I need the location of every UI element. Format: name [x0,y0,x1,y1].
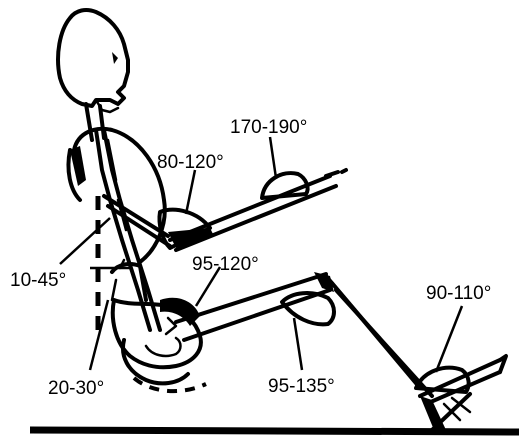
lower-leg [326,276,432,396]
head [58,10,128,112]
floor-line [30,430,519,432]
foot [416,356,506,430]
leader-lines [60,137,462,372]
seat-tilt-angle-label: 20-30° [48,378,104,399]
ankle-angle-label: 90-110° [426,283,491,304]
shoulder-angle-label: 80-120° [157,152,224,173]
knee-angle-label: 95-135° [268,376,335,397]
hip-angle-label: 95-120° [192,254,259,275]
elbow-angle-label: 170-190° [230,117,307,138]
torso-tilt-angle-label: 10-45° [10,270,66,291]
